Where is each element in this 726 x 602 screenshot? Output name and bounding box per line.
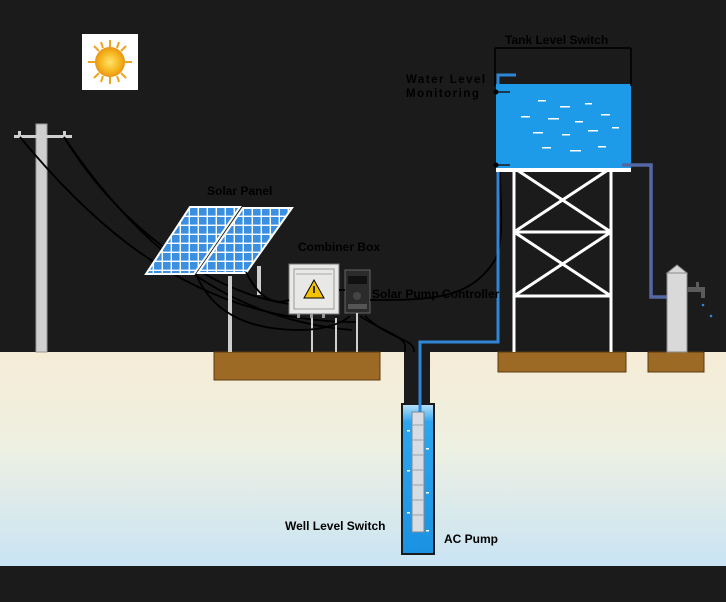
tap-post	[665, 264, 689, 353]
tank-level-switch-label: Tank Level Switch	[505, 33, 608, 47]
sun-icon	[82, 34, 138, 90]
well-wires	[359, 315, 415, 540]
water-level-label-line2: Monitoring	[406, 88, 480, 100]
tap-foundation	[647, 351, 705, 373]
well-level-switch-label: Well Level Switch	[285, 519, 385, 533]
panel-foundation	[213, 351, 381, 381]
solar-pump-controller	[344, 269, 371, 352]
water-tank	[496, 84, 631, 172]
utility-pole	[14, 123, 72, 353]
combiner-box-label: Combiner Box	[298, 240, 380, 254]
tank-water-bubbles	[521, 100, 619, 152]
outlet-pipe	[622, 163, 671, 299]
panel-wires	[195, 169, 503, 331]
faucet-icon	[687, 282, 713, 318]
water-level-label-line1: Water Level	[406, 74, 487, 86]
tower-foundation	[497, 351, 627, 373]
delivery-pipe	[418, 73, 516, 412]
level-sensor-bottom	[493, 162, 499, 168]
ac-pump-label: AC Pump	[444, 532, 498, 546]
solar-panel-label: Solar Panel	[207, 184, 272, 198]
solar-pump-controller-label: Solar Pump Controller	[372, 287, 500, 301]
bottom-band	[0, 566, 726, 602]
warning-icon	[303, 278, 325, 299]
level-sensor-top	[493, 89, 499, 95]
tank-tower	[512, 166, 613, 352]
ac-pump	[411, 411, 425, 533]
combiner-box	[288, 263, 340, 352]
well-water-bubbles	[407, 430, 429, 532]
solar-panel	[144, 206, 294, 275]
tank-level-switch-bracket	[494, 47, 632, 86]
ground	[0, 352, 726, 566]
